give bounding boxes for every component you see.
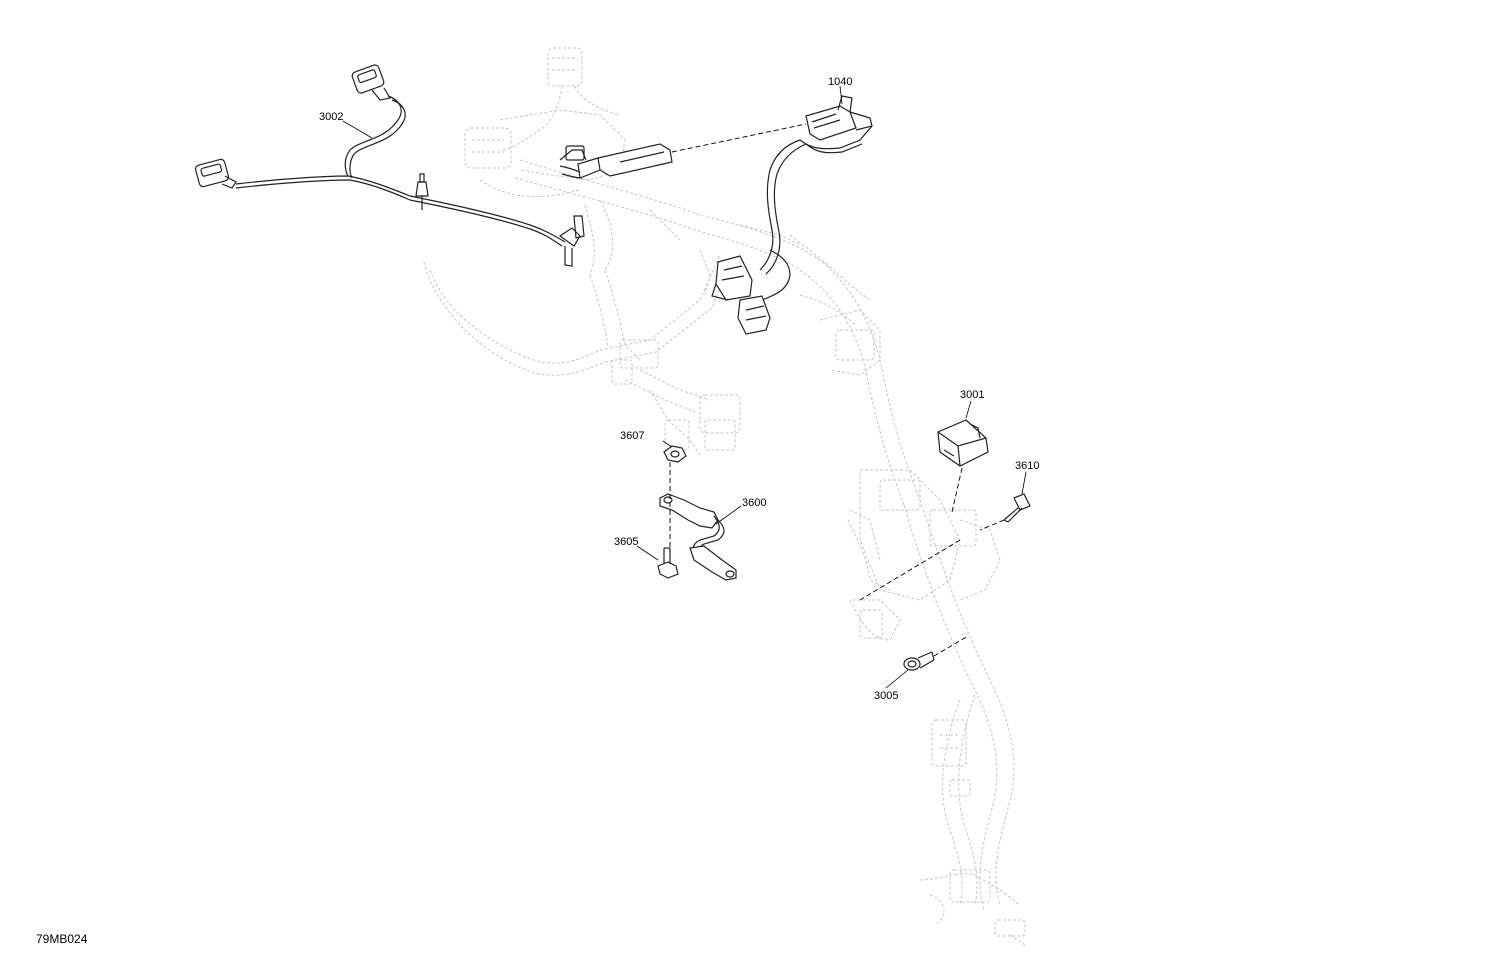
connector-1040-inline: [577, 143, 673, 179]
connector-3002-left: [194, 158, 237, 189]
callout-3005: 3005: [874, 690, 898, 702]
harness-3002: [194, 64, 585, 267]
strap-3600: [659, 493, 737, 581]
connector-1040-top: [805, 95, 873, 141]
connector-3002-top: [351, 64, 391, 101]
clip-3002: [415, 173, 429, 210]
connector-1040-bottom: [737, 295, 771, 335]
module-3001: [937, 419, 989, 467]
callout-3002: 3002: [319, 111, 343, 123]
callout-labels: 1040 3002 3001 3610 3607 3600 3605 3005: [319, 76, 1039, 702]
nut-3607: [663, 445, 687, 463]
fastener-3005: [903, 651, 935, 671]
bolt-3610: [1003, 493, 1031, 523]
ghost-main-harness: [423, 47, 1026, 946]
callout-3605: 3605: [614, 536, 638, 548]
callout-3607: 3607: [620, 430, 644, 442]
leader-lines: [342, 85, 1027, 689]
connector-1040-mid: [711, 255, 753, 301]
harness-1040: [559, 95, 873, 335]
assembly-lines: [669, 123, 1005, 657]
bolt-3605: [657, 547, 679, 579]
callout-1040: 1040: [828, 76, 852, 88]
callout-3600: 3600: [742, 497, 766, 509]
callout-3610: 3610: [1015, 460, 1039, 472]
reference-code: 79MB024: [36, 932, 88, 946]
sensor-3002-end: [558, 215, 585, 267]
callout-3001: 3001: [960, 389, 984, 401]
